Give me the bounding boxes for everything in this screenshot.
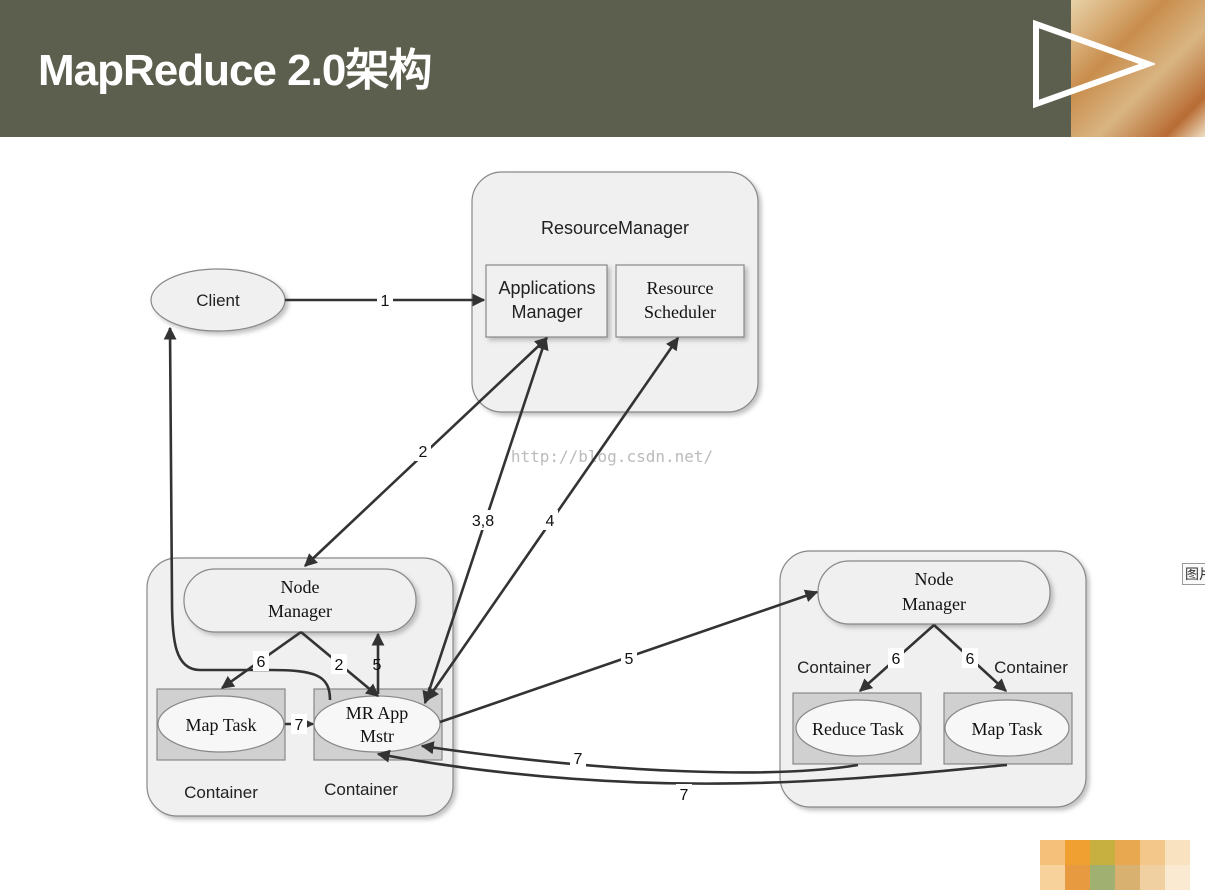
- edge-label-5-nm: 5: [373, 657, 382, 674]
- edge-label-1: 1: [381, 293, 390, 310]
- left-node-group: Node Manager Map Task MR App Mstr Contai…: [146, 557, 454, 817]
- arrow-reduce-to-mr: [420, 741, 859, 774]
- reduce-task-label: Reduce Task: [812, 719, 904, 739]
- right-container-label-1: Container: [797, 658, 871, 677]
- edge-label-5-right: 5: [625, 651, 634, 668]
- resource-scheduler-box: [615, 264, 745, 338]
- applications-manager-line2: Manager: [511, 302, 582, 322]
- architecture-diagram: ResourceManager Applications Manager Res…: [146, 171, 1087, 817]
- edge-label-4: 4: [546, 513, 555, 530]
- left-map-task-label: Map Task: [186, 715, 257, 735]
- mr-app-master-line1: MR App: [346, 703, 409, 723]
- arrow-right-map-to-mr: [376, 749, 1008, 785]
- edge-label-2-nm: 2: [335, 657, 344, 674]
- left-container-label-2: Container: [324, 780, 398, 799]
- edge-label-7-left: 7: [295, 717, 304, 734]
- mr-app-master-line2: Mstr: [360, 726, 394, 746]
- edge-label-6-reduce: 6: [892, 651, 901, 668]
- slide-title: MapReduce 2.0架构: [38, 46, 432, 95]
- applications-manager-line1: Applications: [498, 278, 595, 298]
- edge-label-2-am: 2: [419, 444, 428, 461]
- edge-label-7-map: 7: [680, 787, 689, 804]
- edge-label-6-left: 6: [257, 654, 266, 671]
- right-map-task-label: Map Task: [972, 719, 1043, 739]
- right-node-manager-line2: Manager: [902, 594, 966, 614]
- side-tab[interactable]: 图片: [1182, 563, 1205, 585]
- resource-scheduler-line2: Scheduler: [644, 302, 716, 322]
- pixelated-logo: [1040, 840, 1190, 890]
- applications-manager-box: [485, 264, 608, 338]
- edge-labels: 1 2 3,8 4 6 2 5 7 5 6 6 7 7: [253, 290, 978, 804]
- edge-label-3-8: 3,8: [472, 513, 494, 530]
- header-bar: MapReduce 2.0架构: [0, 0, 1205, 137]
- client-label: Client: [196, 291, 240, 310]
- right-node-group: Node Manager Container Container Reduce …: [779, 550, 1087, 808]
- left-node-manager-line1: Node: [281, 577, 320, 597]
- watermark-text: http://blog.csdn.net/: [511, 447, 713, 466]
- resource-manager-group: ResourceManager Applications Manager Res…: [471, 171, 759, 413]
- left-node-manager-line2: Manager: [268, 601, 332, 621]
- play-triangle-icon: [1033, 19, 1155, 109]
- left-container-label-1: Container: [184, 783, 258, 802]
- resource-manager-title: ResourceManager: [541, 218, 689, 238]
- client-node: Client: [150, 268, 286, 332]
- right-node-manager-line1: Node: [915, 569, 954, 589]
- arrow-mr-to-client: [163, 326, 332, 701]
- resource-scheduler-line1: Resource: [647, 278, 714, 298]
- edge-label-7-reduce: 7: [574, 751, 583, 768]
- right-container-label-2: Container: [994, 658, 1068, 677]
- edge-label-6-map: 6: [966, 651, 975, 668]
